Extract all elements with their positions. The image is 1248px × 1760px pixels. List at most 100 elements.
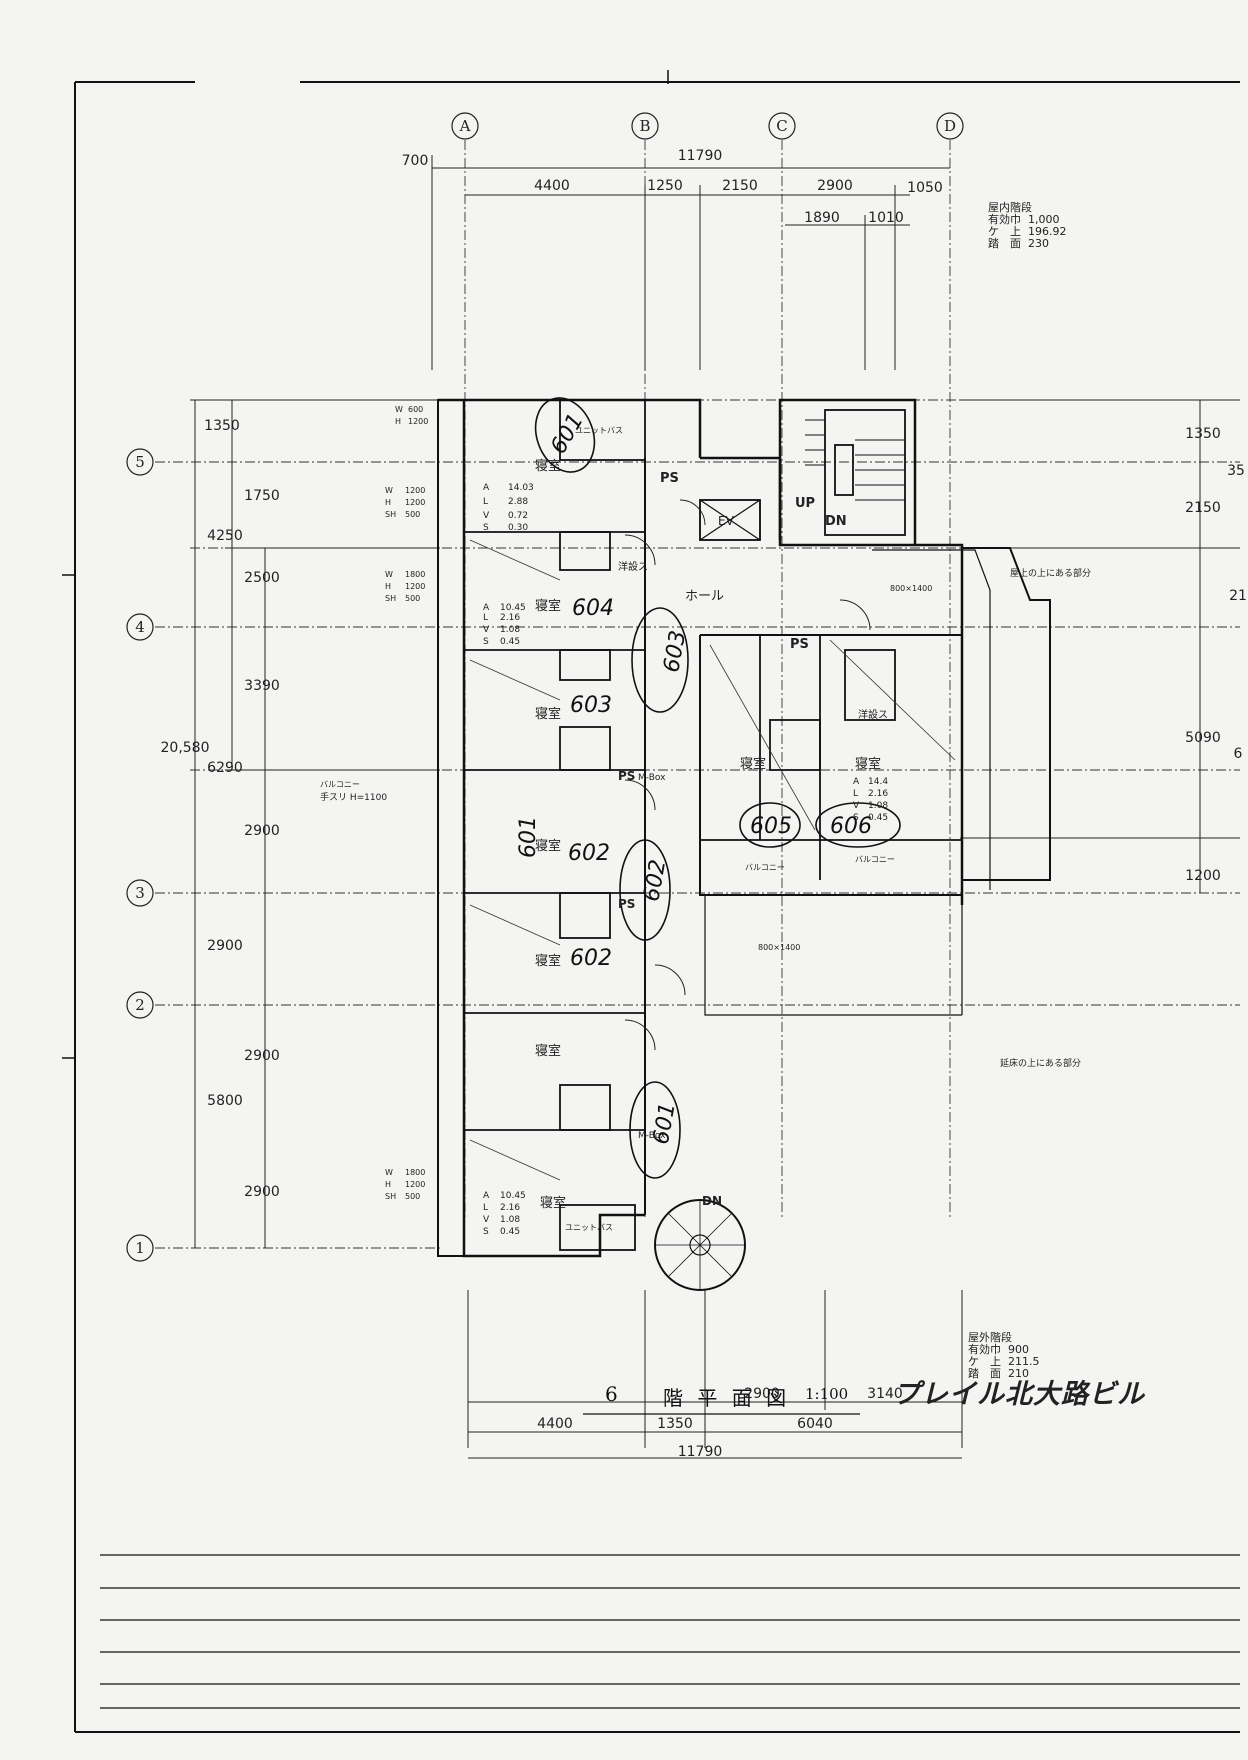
window-c2-key-1: H xyxy=(385,1180,391,1189)
dim-top-1: 4400 xyxy=(534,178,570,194)
ev-label: EV xyxy=(718,514,735,528)
roof-note-2: 延床の上にある部分 xyxy=(1000,1057,1081,1069)
room-data-b2-key-2: V xyxy=(483,1215,490,1225)
dimension-lines-left xyxy=(190,399,440,1248)
room-data-b-val-2: 1.08 xyxy=(500,625,520,635)
outdoor-stair-line-1: ケ 上 211.5 xyxy=(968,1355,1040,1368)
dim-top-5: 1050 xyxy=(907,180,943,196)
room-label-7: 寝室 xyxy=(540,1195,566,1211)
room-label-6: 寝室 xyxy=(535,1043,561,1059)
western-label-2: 洋設ス xyxy=(858,708,888,721)
dim-left-4: 3390 xyxy=(244,678,280,694)
mbox-label-2: M-Box xyxy=(638,1131,666,1141)
unit-number-603-a: 603 xyxy=(659,629,691,675)
western-label-1: 洋設ス xyxy=(618,560,648,573)
dim-left-10: 5800 xyxy=(207,1093,243,1109)
window-c-key-1: H xyxy=(385,582,391,591)
dim-top-3: 2150 xyxy=(722,178,758,194)
unit-number-603-b: 603 xyxy=(570,693,612,718)
room-data-a-key-1: L xyxy=(483,497,488,507)
grid-label-c: C xyxy=(776,117,787,135)
duct-label-2: 800×1400 xyxy=(758,943,800,952)
outdoor-stair-note: 屋外階段 有効巾 900 ケ 上 211.5 踏 面 210 xyxy=(968,1332,1040,1380)
room-data-a-val-1: 2.88 xyxy=(508,497,528,507)
unit-bath-label-2: ユニットバス xyxy=(565,1223,613,1232)
room-data-c-val-0: 14.4 xyxy=(868,777,888,787)
room-data-c-val-3: 0.45 xyxy=(868,813,888,823)
grid-bubble-2 xyxy=(126,991,154,1019)
window-b-key-0: W xyxy=(385,486,393,495)
grid-bubble-a xyxy=(451,112,479,140)
grid-bubble-3 xyxy=(126,879,154,907)
dim-left-2: 4250 xyxy=(207,528,243,544)
ps-label-2: PS xyxy=(790,637,809,652)
grid-label-d: D xyxy=(944,117,956,135)
dim-bottom-1: 1350 xyxy=(657,1416,693,1432)
room-label-2: 寝室 xyxy=(535,598,561,614)
dim-left-0: 1350 xyxy=(204,418,240,434)
dim-left-1: 1750 xyxy=(244,488,280,504)
indoor-stair-line-0: 有効巾 1,000 xyxy=(988,213,1060,226)
window-c-key-0: W xyxy=(385,570,393,579)
dim-left-9: 2900 xyxy=(244,1048,280,1064)
dn-label-2: DN xyxy=(702,1194,722,1208)
window-c-val-1: 1200 xyxy=(405,582,425,591)
room-label-5: 寝室 xyxy=(535,953,561,969)
dim-right-edge-0: 35 xyxy=(1227,463,1245,479)
dim-right-edge-1: 21 xyxy=(1229,588,1247,604)
indoor-stair-line-2: 踏 面 230 xyxy=(988,237,1049,250)
window-c2-key-2: SH xyxy=(385,1192,396,1201)
room-label-1: 寝室 xyxy=(535,458,561,474)
window-diagonals xyxy=(469,539,956,1181)
room-data-b-key-3: S xyxy=(483,637,489,647)
ps-label-4: PS xyxy=(618,897,635,911)
dim-top-sub-0: 1890 xyxy=(804,210,840,226)
grid-label-a: A xyxy=(459,117,471,135)
balcony-label-2: バルコニー xyxy=(855,855,895,864)
grid-label-5: 5 xyxy=(135,453,145,471)
window-b-val-0: 1200 xyxy=(405,486,425,495)
room-data-b-key-2: V xyxy=(483,625,490,635)
elevator-icon xyxy=(699,499,761,541)
window-c2-key-0: W xyxy=(385,1168,393,1177)
dim-left-3: 2500 xyxy=(244,570,280,586)
indoor-stair-note: 屋内階段 有効巾 1,000 ケ 上 196.92 踏 面 230 xyxy=(988,202,1067,250)
room-label-3: 寝室 xyxy=(535,706,561,722)
window-b-key-1: H xyxy=(385,498,391,507)
unit-number-606: 606 xyxy=(830,814,872,839)
window-b-val-1: 1200 xyxy=(405,498,425,507)
room-data-a-key-0: A xyxy=(483,483,490,493)
room-data-b-key-1: L xyxy=(483,613,488,623)
outdoor-stair-line-2: 踏 面 210 xyxy=(968,1367,1029,1380)
room-data-b-val-1: 2.16 xyxy=(500,613,520,623)
dim-top-total: 11790 xyxy=(678,148,723,164)
indoor-stair-icon xyxy=(805,419,905,501)
indoor-stair-title: 屋内階段 xyxy=(988,201,1032,214)
dim-top-0: 700 xyxy=(402,153,429,169)
window-c2-val-0: 1800 xyxy=(405,1168,425,1177)
title-floor: 6 xyxy=(605,1382,618,1406)
dim-left-11: 2900 xyxy=(244,1184,280,1200)
grid-label-3: 3 xyxy=(135,884,145,902)
window-c-val-0: 1800 xyxy=(405,570,425,579)
dim-left-5: 20,580 xyxy=(161,740,210,756)
room-partitions xyxy=(464,399,962,1251)
dim-bottom-sub-1: 3140 xyxy=(867,1386,903,1402)
spiral-stair-icon xyxy=(654,1199,746,1291)
balcony-label-1: バルコニー xyxy=(745,863,785,872)
room-data-c-key-1: L xyxy=(853,789,858,799)
duct-label-1: 800×1400 xyxy=(890,584,932,593)
ps-label-1: PS xyxy=(660,471,679,486)
window-a-key-0: W xyxy=(395,405,403,414)
indoor-stair-line-1: ケ 上 196.92 xyxy=(988,225,1067,238)
grid-bubble-4 xyxy=(126,613,154,641)
room-data-b2-val-3: 0.45 xyxy=(500,1227,520,1237)
room-data-c-key-3: S xyxy=(853,813,859,823)
dim-bottom-0: 4400 xyxy=(537,1416,573,1432)
title-scale: 1:100 xyxy=(805,1385,849,1403)
room-data-b-val-3: 0.45 xyxy=(500,637,520,647)
unit-bath-label-1: ユニットバス xyxy=(575,426,623,435)
handrail-note-1: バルコニー xyxy=(320,780,360,789)
room-label-4: 寝室 xyxy=(535,838,561,854)
